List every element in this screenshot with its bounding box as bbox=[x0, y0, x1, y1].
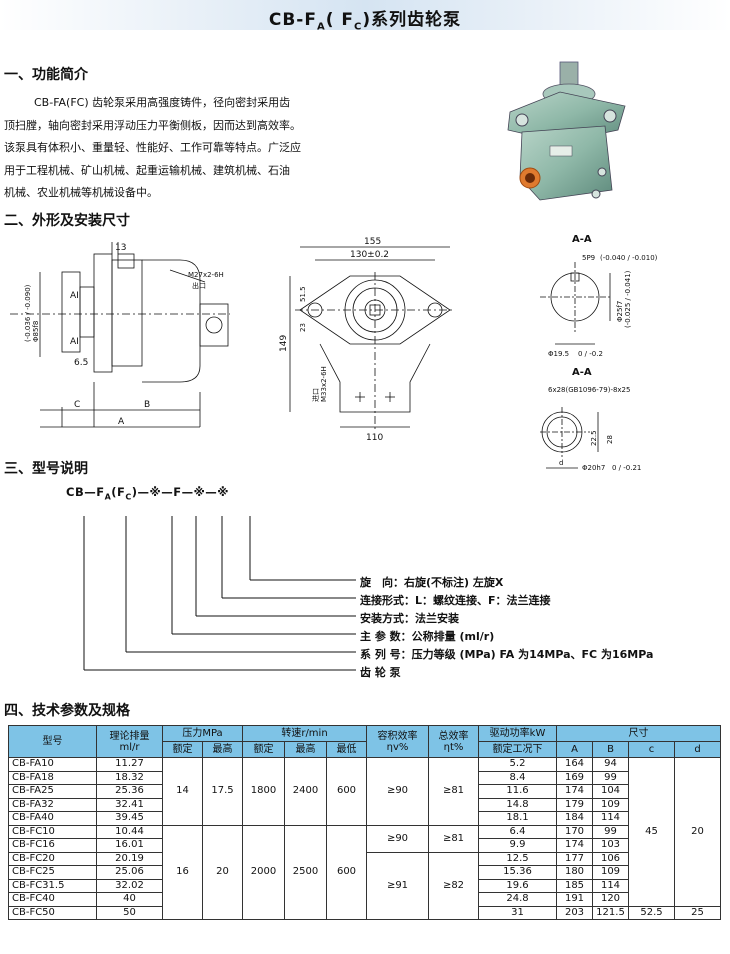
spline-label: 6x28(GB1096-79)-8x25 bbox=[548, 386, 630, 394]
front-view bbox=[289, 246, 455, 432]
table-row: CB-FA32 32.41 14.8 179 109 bbox=[8, 797, 721, 812]
dim-6-5-label: 6.5 bbox=[74, 358, 88, 368]
label-b: B bbox=[144, 400, 150, 410]
header-speed-min: 最低 bbox=[326, 741, 367, 758]
section-aa-top: A-A bbox=[572, 234, 592, 245]
shaft-25-label: Φ25f7 bbox=[616, 301, 624, 322]
dia-19-5-tol: 0 / -0.2 bbox=[578, 350, 603, 358]
intro-line: 用于工程机械、矿山机械、起重运输机械、建筑机械、石油 bbox=[4, 163, 290, 177]
legend-rotation: 旋 向：右旋(不标注) 左旋X bbox=[360, 576, 504, 589]
intro-paragraph: CB-FA(FC) 齿轮泵采用高强度铸件，径向密封采用齿 顶扫膛，轴向密封采用浮… bbox=[4, 92, 362, 205]
header-size: 尺寸 bbox=[556, 725, 721, 742]
dim-51-5-label: 51.5 bbox=[299, 286, 307, 302]
model-code-leader-lines bbox=[83, 516, 356, 671]
shaft-25-tol: (-0.025 / -0.041) bbox=[624, 270, 632, 328]
outlet-thread-label: M27x2-6H bbox=[188, 271, 224, 279]
header-power: 驱动功率kW bbox=[478, 725, 557, 742]
table-row: CB-FC10 10.44 16 20 2000 2500 600 ≥90 ≥8… bbox=[8, 824, 721, 920]
table-row: CB-FC31.5 32.02 19.6 185 114 bbox=[8, 878, 721, 893]
inlet-label: 进口 bbox=[312, 388, 320, 402]
header-size-a: A bbox=[556, 741, 593, 758]
phi85-label: Φ85f8 bbox=[32, 321, 40, 342]
header-speed-rated: 额定 bbox=[242, 741, 285, 758]
title-band bbox=[0, 0, 730, 30]
section-heading-specs: 四、技术参数及规格 bbox=[4, 703, 130, 719]
header-power-condition: 额定工况下 bbox=[478, 741, 557, 758]
dim-23-label: 23 bbox=[299, 323, 307, 332]
table-row: CB-FA18 18.32 8.4 169 99 bbox=[8, 770, 721, 785]
side-view bbox=[10, 242, 230, 428]
intro-line: 该泵具有体积小、重量轻、性能好、工作可靠等特点。广泛应 bbox=[4, 141, 301, 154]
legend-main-param: 主 参 数：公称排量 (ml/r) bbox=[360, 630, 495, 643]
page-title: CB-FA( FC)系列齿轮泵 bbox=[268, 10, 462, 33]
label-d: d bbox=[559, 459, 563, 467]
dim-28-label: 28 bbox=[606, 435, 614, 444]
dia-20-tol: 0 / -0.21 bbox=[612, 464, 641, 472]
header-size-d: d bbox=[674, 741, 721, 758]
legend-gear-pump: 齿 轮 泵 bbox=[360, 666, 401, 679]
table-row: CB-FC50 50 31 203 121.5 52.5 25 bbox=[8, 905, 721, 920]
section-ai-top: AI bbox=[70, 291, 79, 301]
intro-line: 机械、农业机械等机械设备中。 bbox=[4, 186, 158, 199]
legend-connection: 连接形式：L：螺纹连接、F：法兰连接 bbox=[360, 594, 551, 607]
header-pressure-rated: 额定 bbox=[162, 741, 203, 758]
dia-20-label: Φ20h7 bbox=[582, 464, 605, 472]
legend-mounting: 安装方式：法兰安装 bbox=[360, 612, 459, 625]
dimension-drawing: 13 M27x2-6H 出口 AI AI Φ85f8 (-0.036 / -0.… bbox=[10, 234, 658, 472]
section-heading-dimensions: 二、外形及安装尺寸 bbox=[4, 213, 130, 229]
model-code: CB—FA(FC)—※—F—※—※ bbox=[66, 485, 229, 502]
dim-155-label: 155 bbox=[364, 237, 381, 247]
outlet-label: 出口 bbox=[192, 281, 206, 290]
key-5p9-tol: (-0.040 / -0.010) bbox=[600, 254, 658, 262]
dim-22-5-label: 22.5 bbox=[590, 430, 598, 446]
inlet-thread-label: M33x2-6H bbox=[320, 366, 328, 402]
legend-series: 系 列 号：压力等级 (MPa) FA 为14MPa、FC 为16MPa bbox=[360, 648, 654, 661]
header-speed: 转速r/min bbox=[242, 725, 367, 742]
intro-line: CB-FA(FC) 齿轮泵采用高强度铸件，径向密封采用齿 bbox=[34, 96, 291, 109]
dim-13-label: 13 bbox=[115, 243, 126, 253]
section-ai-bottom: AI bbox=[70, 337, 79, 347]
section-heading-model: 三、型号说明 bbox=[4, 461, 88, 477]
header-size-b: B bbox=[592, 741, 629, 758]
key-shaft-section bbox=[540, 262, 611, 345]
dim-149-label: 149 bbox=[279, 335, 289, 352]
label-c: C bbox=[74, 400, 80, 410]
key-5p9-label: 5P9 bbox=[582, 254, 595, 262]
spline-shaft-section bbox=[540, 407, 599, 469]
phi85-tol: (-0.036 / -0.090) bbox=[24, 284, 32, 342]
dim-110-label: 110 bbox=[366, 433, 383, 443]
header-pressure: 压力MPa bbox=[162, 725, 243, 742]
table-row: CB-FA10 11.27 14 17.5 1800 2400 600 ≥90 … bbox=[8, 757, 721, 907]
header-model: 型号 bbox=[8, 725, 97, 758]
header-size-c: c bbox=[628, 741, 675, 758]
section-aa-bottom: A-A bbox=[572, 367, 592, 378]
table-row: CB-FC25 25.06 15.36 180 109 bbox=[8, 865, 721, 880]
dia-19-5-label: Φ19.5 bbox=[548, 350, 569, 358]
table-row: CB-FC40 40 24.8 191 120 bbox=[8, 892, 721, 907]
header-speed-max: 最高 bbox=[284, 741, 327, 758]
label-a: A bbox=[118, 417, 125, 427]
header-pressure-max: 最高 bbox=[202, 741, 243, 758]
intro-line: 顶扫膛，轴向密封采用浮动压力平衡侧板，因而达到高效率。 bbox=[4, 118, 301, 132]
pump-photo bbox=[507, 61, 626, 201]
dim-130-label: 130±0.2 bbox=[350, 250, 389, 260]
section-heading-function: 一、功能简介 bbox=[4, 67, 88, 83]
table-subheader-row: 额定 最高 额定 最高 最低 额定工况下 A B c d bbox=[9, 741, 721, 758]
